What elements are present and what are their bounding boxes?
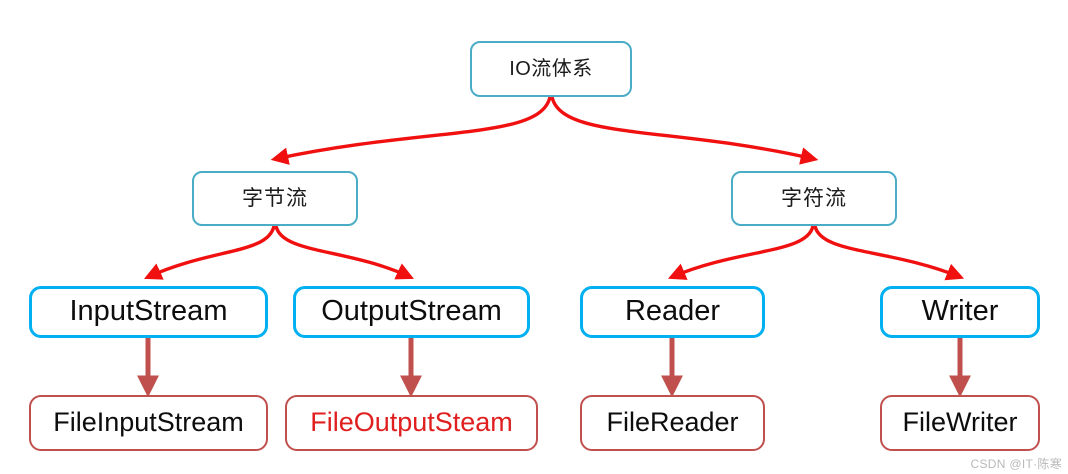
node-label: IO流体系: [509, 58, 593, 80]
node-label: Reader: [624, 295, 721, 328]
node-outputstream[interactable]: OutputStream: [293, 286, 530, 338]
node-character-stream[interactable]: 字符流: [731, 171, 897, 226]
edge-root-to-byte-stream: [270, 96, 552, 165]
node-label: FileInputStream: [53, 407, 244, 438]
node-io-stream-system[interactable]: IO流体系: [470, 41, 632, 97]
node-filewriter[interactable]: FileWriter: [880, 395, 1040, 451]
node-fileoutputsteam[interactable]: FileOutputSteam: [285, 395, 538, 451]
node-label: Writer: [921, 295, 999, 328]
node-label: FileOutputSteam: [310, 407, 513, 438]
edge-byte-stream-to-inputstream: [143, 225, 276, 280]
node-fileinputstream[interactable]: FileInputStream: [29, 395, 268, 451]
node-filereader[interactable]: FileReader: [580, 395, 765, 451]
node-label: FileReader: [606, 407, 739, 438]
node-label: 字节流: [242, 186, 308, 210]
node-label: FileWriter: [902, 407, 1018, 438]
node-label: InputStream: [69, 295, 228, 328]
edge-root-to-char-stream: [550, 96, 819, 165]
node-writer[interactable]: Writer: [880, 286, 1040, 338]
edge-char-stream-to-writer: [813, 225, 965, 281]
csdn-watermark: CSDN @IT·陈寒: [970, 457, 1062, 471]
node-reader[interactable]: Reader: [580, 286, 765, 338]
node-inputstream[interactable]: InputStream: [29, 286, 268, 338]
node-byte-stream[interactable]: 字节流: [192, 171, 358, 226]
edge-byte-stream-to-outputstream: [274, 225, 415, 280]
edge-char-stream-to-reader: [667, 225, 815, 280]
node-label: OutputStream: [321, 295, 502, 328]
node-label: 字符流: [781, 186, 847, 210]
